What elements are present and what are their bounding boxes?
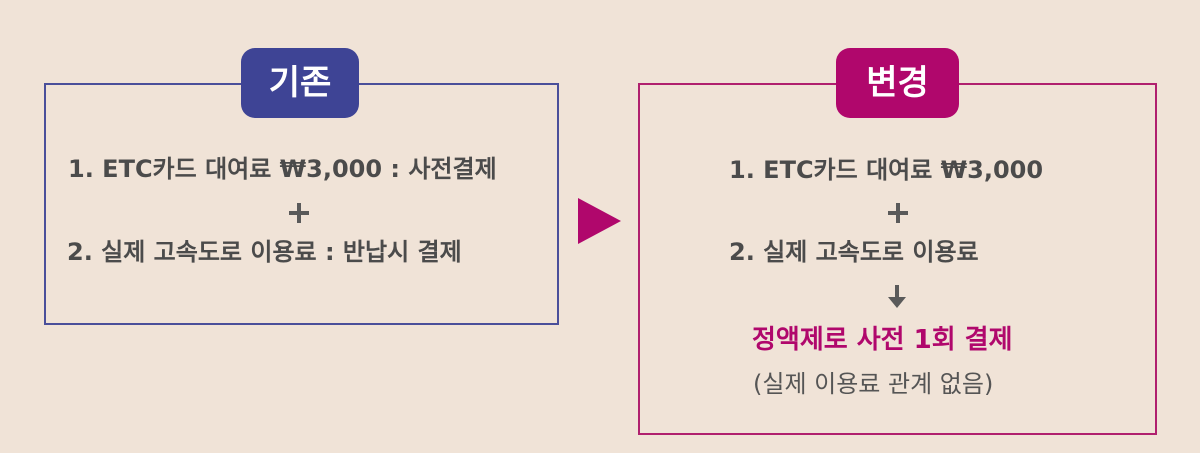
plus-icon <box>886 201 910 225</box>
arrow-right-icon <box>578 198 621 244</box>
before-line-1: 1. ETC카드 대여료 ₩3,000 : 사전결제 <box>68 155 497 183</box>
plus-icon <box>287 201 311 225</box>
before-badge: 기존 <box>241 48 359 118</box>
result-text: 정액제로 사전 1회 결제 <box>752 325 1013 355</box>
after-badge: 변경 <box>836 48 959 118</box>
after-line-1: 1. ETC카드 대여료 ₩3,000 <box>729 156 1044 184</box>
result-note: (실제 이용료 관계 없음) <box>753 370 994 398</box>
arrow-down-icon <box>888 285 906 308</box>
after-line-2: 2. 실제 고속도로 이용료 <box>729 238 979 266</box>
before-line-2: 2. 실제 고속도로 이용료 : 반납시 결제 <box>67 238 462 266</box>
